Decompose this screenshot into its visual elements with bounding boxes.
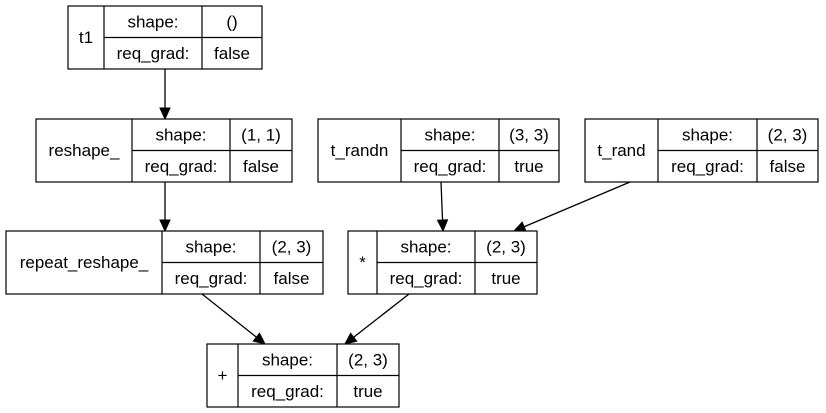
edge-t-randn-to-mul [436, 181, 449, 233]
nodes-layer: t1shape:()req_grad:falsereshape_shape:(1… [5, 5, 819, 408]
shape-value: (2, 3) [768, 125, 808, 144]
node-t-randn[interactable]: t_randn shape: (3, 3) req_grad: true [317, 118, 560, 183]
edge-reshape-to-repeat-reshape [159, 182, 171, 233]
req-grad-value: false [274, 269, 310, 288]
arrowhead-icon [436, 219, 449, 233]
shape-value: (3, 3) [509, 125, 549, 144]
shape-label: shape: [682, 125, 733, 144]
req-grad-label: req_grad: [251, 382, 324, 401]
arrowhead-icon [159, 107, 171, 121]
shape-label: shape: [185, 237, 236, 256]
node-name: + [218, 366, 228, 385]
node-reshape[interactable]: reshape_ shape: (1, 1) req_grad: false [35, 118, 293, 183]
shape-value: (1, 1) [241, 125, 281, 144]
edge-line [523, 181, 631, 228]
req-grad-label: req_grad: [145, 157, 218, 176]
edges-layer [159, 69, 631, 345]
req-grad-label: req_grad: [117, 44, 190, 63]
arrowhead-icon [159, 219, 171, 233]
req-grad-value: true [514, 157, 543, 176]
shape-value: () [226, 12, 237, 31]
edge-line [353, 293, 410, 338]
edge-line [201, 293, 257, 338]
edge-repeat-reshape-to-add [201, 293, 266, 345]
shape-label: shape: [127, 12, 178, 31]
node-mul[interactable]: * shape: (2, 3) req_grad: true [347, 230, 538, 295]
shape-label: shape: [155, 125, 206, 144]
req-grad-value: false [770, 157, 806, 176]
req-grad-value: true [491, 269, 520, 288]
edge-line [440, 181, 444, 221]
shape-label: shape: [424, 125, 475, 144]
req-grad-label: req_grad: [175, 269, 248, 288]
req-grad-label: req_grad: [671, 157, 744, 176]
req-grad-value: false [243, 157, 279, 176]
shape-value: (2, 3) [486, 237, 526, 256]
edge-t-rand-to-mul [512, 181, 631, 232]
req-grad-label: req_grad: [414, 157, 487, 176]
node-name: reshape_ [49, 141, 120, 160]
arrowhead-icon [344, 332, 358, 345]
shape-value: (2, 3) [348, 350, 388, 369]
node-add[interactable]: + shape: (2, 3) req_grad: true [206, 343, 400, 408]
node-name: repeat_reshape_ [20, 253, 149, 272]
node-repeat-reshape[interactable]: repeat_reshape_ shape: (2, 3) req_grad: fals… [5, 230, 324, 295]
node-name: * [359, 253, 366, 272]
edge-mul-to-add [344, 293, 410, 345]
shape-value: (2, 3) [272, 237, 312, 256]
node-t1[interactable]: t1 shape: () req_grad: false [67, 5, 263, 70]
shape-label: shape: [400, 237, 451, 256]
req-grad-label: req_grad: [390, 269, 463, 288]
shape-label: shape: [262, 350, 313, 369]
node-t-rand[interactable]: t_rand shape: (2, 3) req_grad: false [584, 118, 819, 183]
arrowhead-icon [512, 221, 527, 232]
req-grad-value: false [214, 44, 250, 63]
node-name: t_rand [597, 141, 645, 160]
req-grad-value: true [353, 382, 382, 401]
arrowhead-icon [252, 332, 266, 345]
node-name: t_randn [331, 141, 389, 160]
edge-t1-to-reshape [159, 69, 171, 121]
node-name: t1 [79, 28, 93, 47]
